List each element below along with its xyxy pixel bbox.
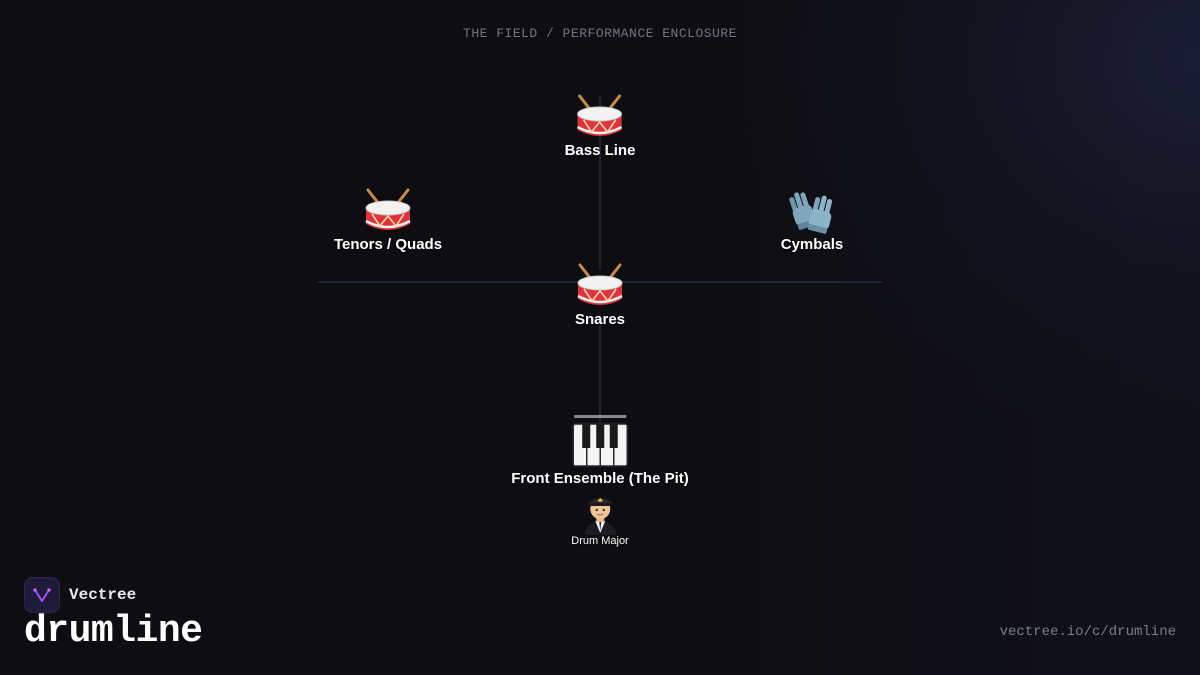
section-label: Drum Major [571,535,629,547]
drum-major-icon [579,493,621,535]
project-name: drumline [24,610,203,653]
field-axis-vertical-top [599,95,601,270]
section-snares[interactable]: Snares [574,263,626,328]
brand-name: Vectree [69,586,137,604]
piano-keys-icon [571,414,629,468]
section-label: Tenors / Quads [333,236,443,253]
field-title: THE FIELD / PERFORMANCE ENCLOSURE [463,26,737,41]
section-tenors-quads[interactable]: Tenors / Quads [334,188,442,253]
section-cymbals[interactable]: Cymbals [780,188,844,253]
drum-icon [574,263,626,309]
section-drum-major[interactable]: Drum Major [571,493,629,547]
drum-icon [362,188,414,234]
section-label: Bass Line [564,142,636,159]
vectree-logo-icon [24,577,60,613]
gloves-icon [786,188,838,234]
project-url[interactable]: vectree.io/c/drumline [999,624,1176,640]
section-front-ensemble[interactable]: Front Ensemble (The Pit) [511,414,689,487]
section-label: Cymbals [780,236,844,253]
brand[interactable]: Vectree [24,577,136,613]
section-bass-line[interactable]: Bass Line [564,94,636,159]
field-axis-vertical-bottom [599,318,601,426]
section-label: Front Ensemble (The Pit) [511,470,689,487]
drum-icon [574,94,626,140]
section-label: Snares [574,311,626,328]
